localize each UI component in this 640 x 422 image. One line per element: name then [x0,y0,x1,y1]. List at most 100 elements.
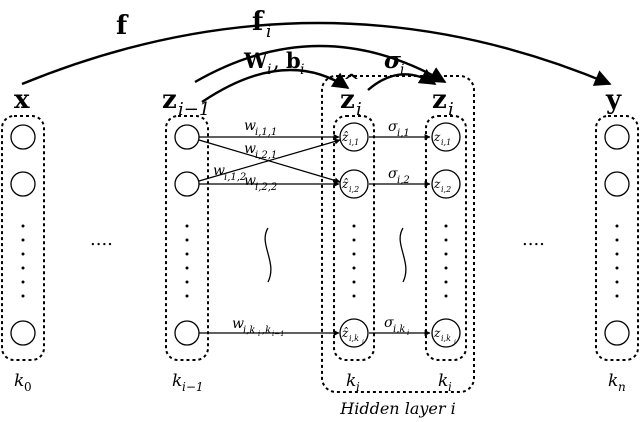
svg-text:i,k: i,k [393,324,405,335]
svg-text:k: k [14,371,24,391]
svg-text:i: i [362,339,364,346]
svg-text:k: k [346,371,356,391]
nodes-z-prev [174,124,200,346]
node [339,318,369,348]
nodes-z-hat [339,122,369,348]
ellipsis-right: .... [522,229,545,250]
node [10,320,36,346]
wave-mark-left [264,227,272,283]
arrow-w-b [201,68,350,103]
activation-label-1: σ i,1 [388,119,410,139]
vertical-dots-z-hat [352,224,356,298]
arrow-sigma [367,68,437,91]
svg-text:z: z [433,130,441,144]
count-label-y: k n [608,371,626,394]
node-label-z-hat-k: ẑ i,k i [341,326,364,346]
label-f: f [116,11,129,41]
svg-text:ẑ: ẑ [341,130,349,144]
svg-text:i,k: i,k [349,334,359,343]
node [339,122,369,152]
count-label-z-prev: k i−1 [172,371,204,394]
node-label-z-1: z i,1 [433,130,451,147]
svg-text:i,2: i,2 [441,185,451,194]
node [431,122,461,152]
svg-text:w: w [244,173,256,189]
svg-text:σ: σ [384,47,401,74]
svg-text:i: i [448,99,454,120]
svg-text:z: z [162,85,177,115]
node [431,169,461,199]
svg-text:i,2,1: i,2,1 [255,150,277,161]
svg-text:i,1,2: i,1,2 [224,172,246,183]
column-label-z-prev: z i−1 [162,85,210,120]
column-box-x [1,115,45,361]
node [339,169,369,199]
weight-label-2-2: w i,2,2 [244,173,277,193]
activation-label-2: σ i,2 [388,166,410,186]
nodes-x [10,124,36,346]
node-label-z-hat-1: ẑ i,1 [341,130,359,147]
nodes-y [604,124,630,346]
column-label-x: x [14,85,30,115]
svg-text:i: i [454,339,456,346]
count-label-z-hat: k i [346,371,360,394]
svg-text:i: i [300,62,304,78]
column-label-y: y [605,85,622,115]
svg-text:ẑ: ẑ [341,177,349,191]
weight-label-1-2: w i,1,2 [213,163,246,183]
node-label-z-hat-2: ẑ i,2 [341,177,359,194]
label-f-i: f i [252,7,271,42]
svg-text:i: i [258,330,260,338]
column-box-z-hat [333,115,375,361]
svg-text:i,1,1: i,1,1 [255,127,277,138]
svg-text:W: W [243,48,268,73]
node [174,124,200,150]
node [174,171,200,197]
svg-text:i: i [448,380,452,394]
svg-text:i: i [356,380,360,394]
ellipsis-left: .... [90,229,113,250]
node-label-z-2: z i,2 [433,177,451,194]
node [10,171,36,197]
node [431,318,461,348]
svg-text:i: i [267,62,271,78]
svg-text:i,k: i,k [243,325,255,336]
svg-text:w: w [232,316,244,332]
svg-text:i,k: i,k [441,334,451,343]
svg-text:z: z [433,326,441,340]
svg-text:w: w [244,118,256,134]
node [174,320,200,346]
column-ellipsis-group [21,224,619,298]
svg-text:z: z [433,177,441,191]
svg-text:i: i [407,329,409,337]
activation-connections [369,134,431,336]
svg-text:k: k [608,371,618,391]
arrow-f-i [194,44,447,84]
svg-text:,k: ,k [262,325,271,336]
svg-text:i: i [266,22,271,42]
svg-text:σ: σ [388,119,398,135]
svg-text:z: z [432,85,447,115]
label-sigma: σ i [384,47,404,78]
node [604,124,630,150]
label-weights-biases: W i , b i [243,48,304,78]
column-box-z-prev [165,115,209,361]
svg-text:i−1: i−1 [178,99,210,120]
svg-text:w: w [244,141,256,157]
activation-label-k: σ i,k i [384,315,409,337]
hidden-layer-box [321,75,475,393]
svg-text:0: 0 [24,380,32,394]
node [10,124,36,150]
svg-text:z: z [340,85,355,115]
column-box-z [425,115,467,361]
svg-text:i,2: i,2 [397,175,410,186]
svg-text:w: w [213,163,225,179]
node [604,320,630,346]
svg-text:k: k [172,371,182,391]
vertical-dots-y [615,224,619,298]
weight-label-k: w i,k i ,k i−1 [232,316,285,338]
svg-text:i: i [356,99,362,120]
svg-text:n: n [618,380,626,394]
svg-text:k: k [438,371,448,391]
